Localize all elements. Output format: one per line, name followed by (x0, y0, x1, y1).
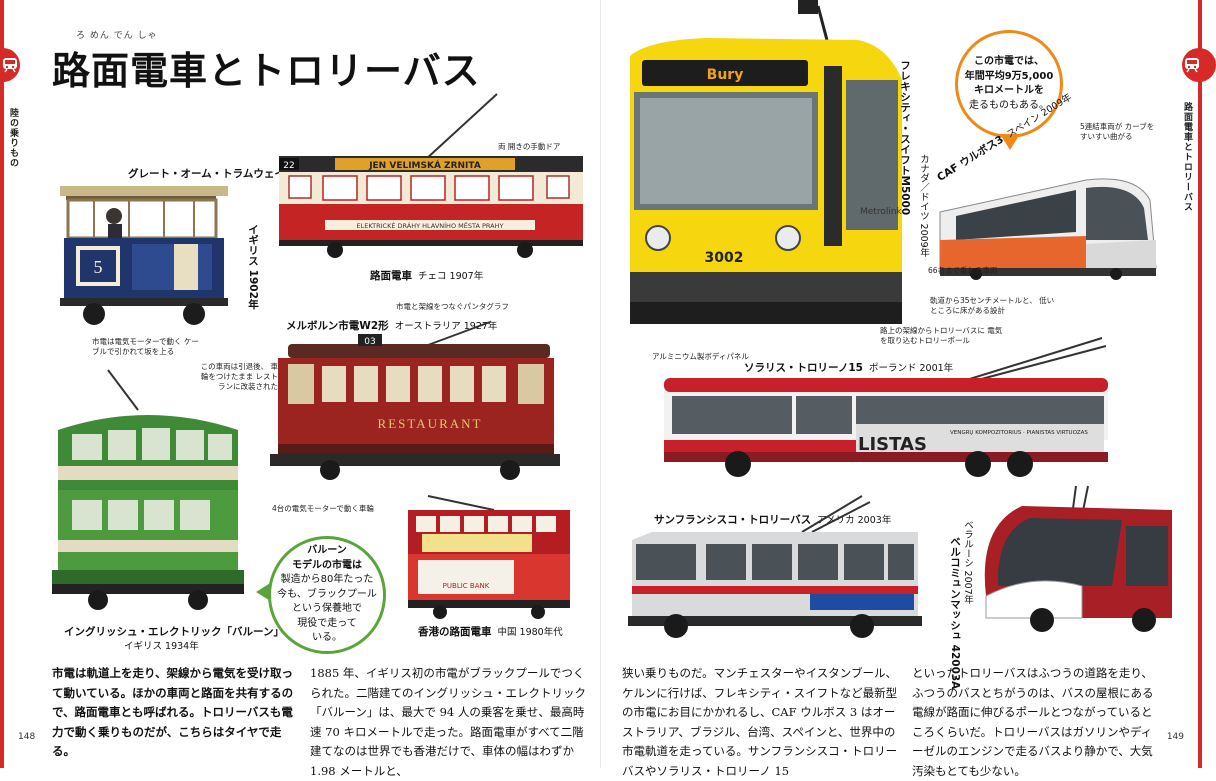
bubble-line: 年間平均9万5,000 (964, 70, 1054, 82)
section-label-right: 路面電車とトロリーバス (1182, 102, 1192, 212)
train-icon (0, 48, 20, 82)
svg-text:5: 5 (94, 257, 103, 277)
flexity-brand: Metrolink (860, 207, 903, 217)
great-orme-tram-image: 5 (54, 178, 234, 328)
intro-paragraph: 市電は軌道上を走り、架線から電気を受け取って動いている。ほかの車両と路面を共有す… (52, 664, 300, 762)
melbourne-name: メルボルン市電W2形オーストラリア 1927年 (286, 318, 497, 333)
solaris-name: ソラリス・トロリーノ15 ポーランド 2001年 (744, 360, 953, 375)
bubble-line: という保養地で (291, 603, 362, 615)
body-column-1: 1885 年、イギリス初の市電がブラックプールでつくられた。二階建てのイングリッ… (310, 664, 588, 781)
solaris-ad-title: LISTAS (858, 434, 927, 455)
melbourne-tram-number: 03 (364, 337, 375, 347)
sf-country-year: アメリカ 2003年 (817, 515, 892, 526)
prague-tram-number: 22 (283, 161, 294, 171)
bubble-line: キロメートルを (974, 85, 1044, 96)
sf-name: サンフランシスコ・トロリーバスアメリカ 2003年 (654, 512, 891, 527)
prague-sign-text: JEN VELIMSKÁ ZRNITA (368, 159, 481, 171)
caf-urbos-image (936, 160, 1160, 286)
hongkong-name-text: 香港の路面電車 (418, 626, 492, 638)
prague-note: 両 開きの手動ドア (498, 142, 561, 151)
blackpool-balloon-image (48, 369, 248, 616)
great-orme-country-year: イギリス 1902年 (247, 224, 259, 310)
solaris-ad-line: VENGRŲ KOMPOZITORIUS · PIANISTAS VIRTUOZ… (950, 430, 1088, 436)
hongkong-name: 香港の路面電車中国 1980年代 (418, 624, 563, 639)
body-column-3: といったトロリーバスはふつうの道路を走り、ふつうのバスとちがうのは、バスの屋根に… (912, 664, 1160, 781)
title-ruby: ろ めん でん しゃ (76, 31, 158, 41)
right-page-edge (1198, 0, 1202, 768)
prague-tram-country-year: チェコ 1907年 (418, 271, 484, 282)
hongkong-tram-image: PUBLIC BANK (404, 495, 574, 620)
solaris-note: 路上の架線からトロリーバスに 電気を取り込むトロリーポール (880, 326, 1003, 346)
prague-tram-name-text: 路面電車 (370, 270, 412, 282)
prague-body-text: ELEKTRICKÉ DRÁHY HLAVNÍHO MĚSTA PRAHY (357, 221, 504, 230)
intro-text: 市電は軌道上を走り、架線から電気を受け取って動いている。ほかの車両と路面を共有す… (52, 666, 294, 759)
bubble-line: モデルの市電は (291, 559, 362, 571)
section-label-left: 陸の乗りもの (8, 108, 18, 168)
bubble-line: この市電では、 (974, 56, 1044, 67)
melbourne-tram-image: 03 RESTAURANT (270, 320, 560, 488)
flexity-note: アルミニウム製ボディパネル (652, 352, 749, 361)
hongkong-country-year: 中国 1980年代 (497, 627, 563, 638)
melbourne-note-top: 市電と架線をつなぐパンタグラフ (396, 302, 509, 311)
body-column-2: 狭い乗りものだ。マンチェスターやイスタンブール、ケルンに行けば、フレキシティ・ス… (622, 664, 900, 781)
hongkong-ad-text: PUBLIC BANK (443, 582, 490, 590)
flexity-number: 3002 (705, 250, 744, 266)
flexity-name: フレキシティ・スイフトM5000 (899, 60, 911, 216)
melbourne-note-bottom: 4台の電気モーターで動く車輪 (272, 504, 374, 513)
prague-tram-name: 路面電車チェコ 1907年 (370, 268, 483, 283)
bubble-line: 現役で走って (297, 617, 357, 629)
sf-trolleybus-image (622, 495, 926, 644)
flexity-destination: Bury (707, 67, 744, 83)
caf-note-bottom: 軌道から35センチメートルと、 低いところに床がある設計 (930, 296, 1055, 316)
melbourne-restaurant-text: RESTAURANT (378, 416, 483, 431)
great-orme-name: グレート・オーム・トラムウェイ (128, 168, 285, 180)
melbourne-name-text: メルボルン市電W2形 (286, 320, 389, 332)
blackpool-country-year: イギリス 1934年 (124, 641, 199, 652)
bubble-line: 今も、ブラックプール (277, 588, 377, 600)
train-icon (1182, 48, 1216, 82)
body-text: 1885 年、イギリス初の市電がブラックプールでつくられた。二階建てのイングリッ… (310, 666, 586, 778)
flexity-fact-bubble: この市電では、 年間平均9万5,000 キロメートルを 走るものもある。 (955, 30, 1063, 138)
page-gutter (600, 0, 601, 768)
bubble-line: 製造から80年たった (280, 574, 374, 586)
melbourne-note-side: この車両は引退後、 車輪をつけたまま レストランに改装された (200, 362, 278, 392)
solaris-trollino-image: LISTAS VENGRŲ KOMPOZITORIUS · PIANISTAS … (660, 337, 1112, 480)
body-text: といったトロリーバスはふつうの道路を走り、ふつうのバスとちがうのは、バスの屋根に… (912, 666, 1154, 778)
left-page-edge (0, 0, 4, 768)
caf-note-mid: 66名まで乗れる車両 (928, 266, 998, 275)
caf-note-top: 5連結車両が カーブをすいすい曲がる (1080, 122, 1155, 142)
blackpool-name: イングリッシュ・エレクトリック「バルーン」 (64, 626, 284, 638)
belkommash-name: ベルコミュンマッシュ 42003A (949, 536, 961, 690)
belkommash-country-year: ベラルーシ 2007年 (962, 520, 973, 605)
balloon-fact-bubble: バルーン モデルの市電は 製造から80年たった 今も、ブラックプール という保養… (268, 536, 386, 654)
prague-tram-image: JEN VELIMSKÁ ZRNITA 22 ELEKTRICKÉ DRÁHY … (275, 90, 587, 260)
great-orme-note: 市電は電気モーターで動く ケーブルで引かれて坂を上る (92, 337, 199, 357)
belkommash-image (972, 485, 1176, 634)
body-text: 狭い乗りものだ。マンチェスターやイスタンブール、ケルンに行けば、フレキシティ・ス… (622, 666, 898, 778)
bubble-tail (1000, 134, 1020, 150)
flexity-country-year: カナダ／ドイツ 2009年 (918, 154, 929, 258)
bubble-line: いる。 (311, 632, 342, 644)
sf-name-text: サンフランシスコ・トロリーバス (654, 514, 812, 526)
bubble-line: 走るものもある。 (969, 99, 1049, 111)
solaris-name-text: ソラリス・トロリーノ15 (744, 362, 863, 374)
solaris-country-year: ポーランド 2001年 (868, 363, 954, 374)
page-number-left: 148 (18, 732, 36, 742)
page-title: 路面電車とトロリーバス (52, 49, 481, 93)
page-number-right: 149 (1166, 732, 1184, 742)
bubble-line: バルーン (307, 545, 347, 557)
flexity-swift-image: Bury Metrolink 3002 (618, 0, 910, 350)
melbourne-country-year: オーストラリア 1927年 (394, 321, 498, 332)
